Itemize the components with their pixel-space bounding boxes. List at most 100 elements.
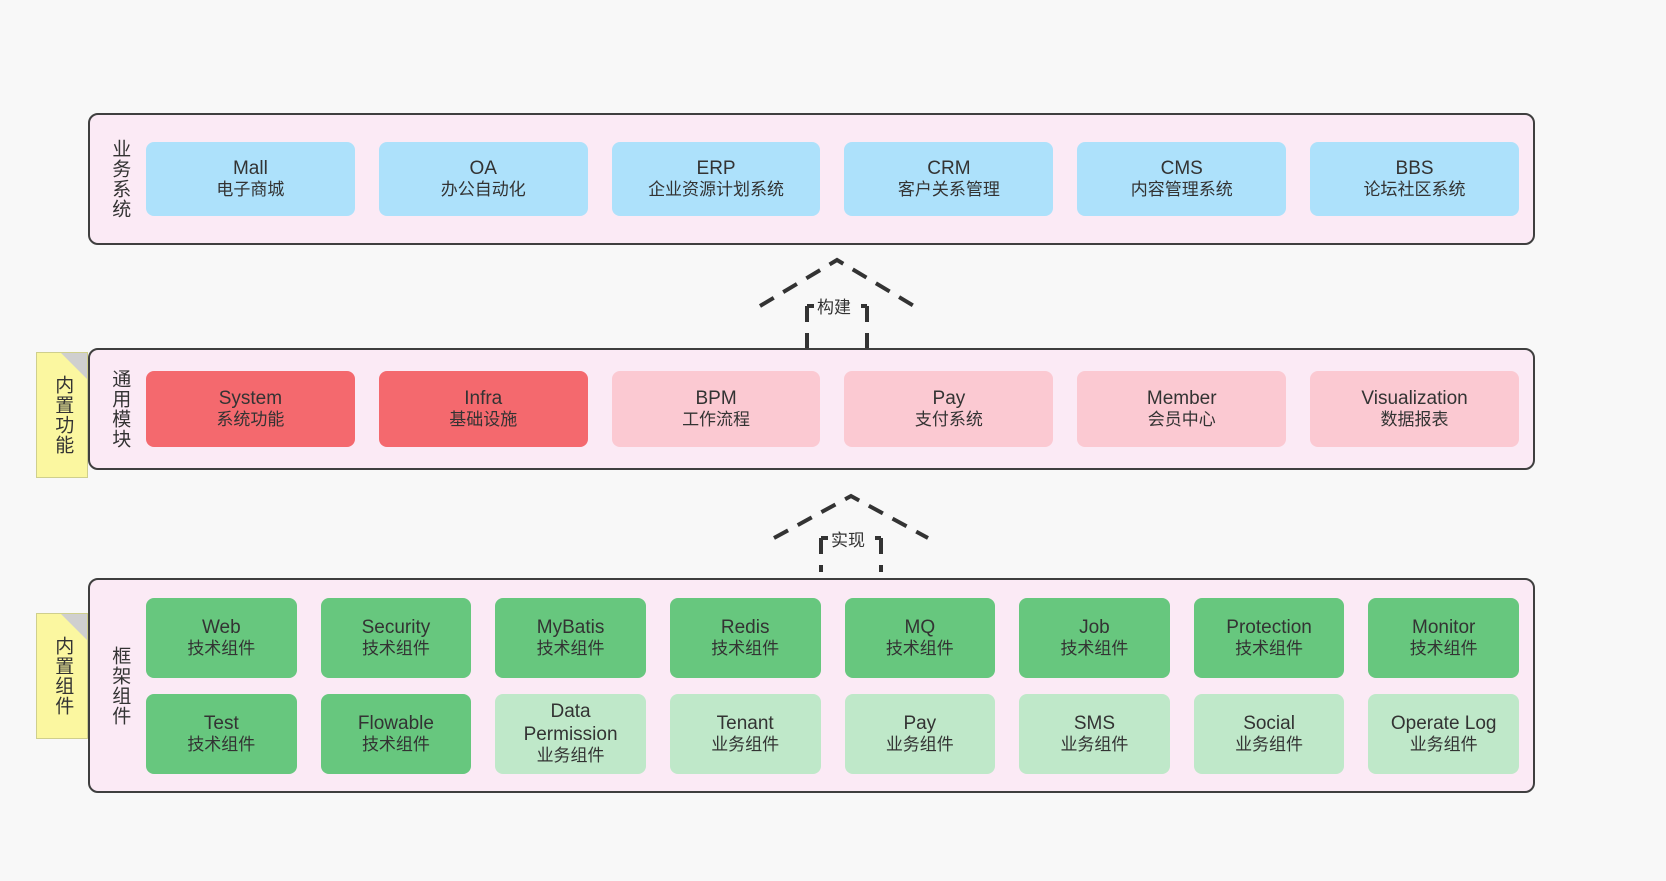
layer-title-framework: 框架组件	[109, 645, 131, 726]
card-social[interactable]: Social 业务组件	[1193, 693, 1345, 774]
card-title: BBS	[1395, 158, 1434, 180]
card-row: Mall 电子商城 OA 办公自动化 ERP 企业资源计划系统 CRM 客户关系…	[146, 142, 1519, 216]
card-title: Pay	[903, 712, 937, 734]
card-subtitle: 技术组件	[187, 734, 256, 754]
card-subtitle: 内容管理系统	[1130, 180, 1233, 200]
card-title: Security	[361, 616, 431, 638]
card-title: Protection	[1226, 616, 1312, 638]
card-row: Web 技术组件 Security 技术组件 MyBatis 技术组件 Redi…	[146, 597, 1519, 678]
layer-business-systems: 业务系统 Mall 电子商城 OA 办公自动化 ERP 企业资源计划系统 CRM…	[88, 113, 1535, 245]
card-title: Member	[1146, 388, 1217, 410]
card-subtitle: 会员中心	[1147, 410, 1216, 430]
card-pay-module[interactable]: Pay 支付系统	[844, 371, 1054, 447]
arrow-head-dashed	[773, 493, 929, 540]
card-title: Pay	[932, 388, 966, 410]
card-subtitle: 支付系统	[914, 410, 983, 430]
card-subtitle: 基础设施	[449, 410, 518, 430]
card-subtitle: 业务组件	[885, 734, 954, 754]
card-test[interactable]: Test 技术组件	[146, 693, 297, 774]
card-tenant[interactable]: Tenant 业务组件	[669, 693, 821, 774]
card-security[interactable]: Security 技术组件	[320, 597, 472, 678]
card-oa[interactable]: OA 办公自动化	[378, 142, 588, 216]
card-sms[interactable]: SMS 业务组件	[1019, 693, 1170, 774]
arrow-implement: 实现	[766, 492, 936, 572]
card-subtitle: 企业资源计划系统	[648, 180, 785, 200]
card-title: MQ	[904, 616, 936, 638]
card-mq[interactable]: MQ 技术组件	[844, 597, 996, 678]
layer-framework-components: 框架组件 Web 技术组件 Security 技术组件 MyBatis 技术组件…	[88, 578, 1535, 793]
card-visualization[interactable]: Visualization 数据报表	[1310, 371, 1519, 447]
card-subtitle: 技术组件	[1060, 638, 1129, 658]
card-row: System 系统功能 Infra 基础设施 BPM 工作流程 Pay 支付系统…	[146, 371, 1519, 447]
card-subtitle: 办公自动化	[440, 180, 526, 200]
card-row: Test 技术组件 Flowable 技术组件 Data Permission …	[146, 693, 1519, 774]
card-subtitle: 业务组件	[1409, 734, 1478, 754]
card-web[interactable]: Web 技术组件	[146, 597, 297, 678]
card-title: Monitor	[1412, 616, 1476, 638]
card-infra[interactable]: Infra 基础设施	[378, 371, 588, 447]
card-subtitle: 技术组件	[187, 638, 256, 658]
card-title: Redis	[720, 616, 770, 638]
card-title: Flowable	[357, 712, 434, 734]
card-operate-log[interactable]: Operate Log 业务组件	[1368, 693, 1519, 774]
card-subtitle: 技术组件	[536, 638, 605, 658]
card-title: Test	[203, 712, 239, 734]
card-title: Operate Log	[1390, 712, 1497, 734]
card-title: BPM	[695, 388, 737, 410]
card-bbs[interactable]: BBS 论坛社区系统	[1310, 142, 1519, 216]
card-subtitle: 业务组件	[1235, 734, 1304, 754]
card-redis[interactable]: Redis 技术组件	[669, 597, 821, 678]
card-title: SMS	[1073, 712, 1116, 734]
card-title: Infra	[464, 388, 503, 410]
arrow-label-build: 构建	[814, 293, 854, 318]
card-title: OA	[469, 158, 497, 180]
card-member[interactable]: Member 会员中心	[1077, 371, 1287, 447]
card-data-permission[interactable]: Data Permission 业务组件	[495, 693, 646, 774]
card-subtitle: 技术组件	[361, 638, 430, 658]
card-subtitle: 业务组件	[711, 734, 780, 754]
card-title: Job	[1079, 616, 1110, 638]
card-protection[interactable]: Protection 技术组件	[1193, 597, 1345, 678]
card-subtitle: 技术组件	[1235, 638, 1304, 658]
card-subtitle: 业务组件	[1060, 734, 1129, 754]
card-subtitle: 技术组件	[885, 638, 954, 658]
layer-title-common: 通用模块	[109, 369, 131, 449]
card-cms[interactable]: CMS 内容管理系统	[1077, 142, 1287, 216]
card-subtitle: 技术组件	[1409, 638, 1478, 658]
card-bpm[interactable]: BPM 工作流程	[611, 371, 821, 447]
card-subtitle: 工作流程	[682, 410, 751, 430]
card-monitor[interactable]: Monitor 技术组件	[1368, 597, 1519, 678]
card-title: Web	[201, 616, 241, 638]
card-subtitle: 业务组件	[536, 746, 605, 766]
layer-title-business: 业务系统	[109, 139, 131, 219]
arrow-head-dashed	[758, 257, 916, 308]
card-title: Visualization	[1361, 388, 1468, 410]
layer-cards-business: Mall 电子商城 OA 办公自动化 ERP 企业资源计划系统 CRM 客户关系…	[142, 115, 1533, 243]
card-title: System	[218, 388, 283, 410]
layer-cards-framework: Web 技术组件 Security 技术组件 MyBatis 技术组件 Redi…	[142, 580, 1533, 791]
card-title: Tenant	[716, 712, 774, 734]
card-title: MyBatis	[536, 616, 605, 638]
note-label: 内置组件	[52, 636, 74, 716]
card-pay-component[interactable]: Pay 业务组件	[844, 693, 996, 774]
card-job[interactable]: Job 技术组件	[1019, 597, 1170, 678]
card-system[interactable]: System 系统功能	[146, 371, 355, 447]
card-subtitle: 技术组件	[711, 638, 780, 658]
card-mybatis[interactable]: MyBatis 技术组件	[495, 597, 646, 678]
card-erp[interactable]: ERP 企业资源计划系统	[611, 142, 821, 216]
arrow-build: 构建	[752, 256, 922, 348]
card-subtitle: 电子商城	[216, 180, 285, 200]
card-subtitle: 技术组件	[361, 734, 430, 754]
layer-common-modules: 通用模块 System 系统功能 Infra 基础设施 BPM 工作流程 Pay…	[88, 348, 1535, 470]
arrow-label-implement: 实现	[828, 526, 868, 551]
card-title: Social	[1243, 712, 1295, 734]
card-mall[interactable]: Mall 电子商城	[146, 142, 355, 216]
layer-cards-common: System 系统功能 Infra 基础设施 BPM 工作流程 Pay 支付系统…	[142, 350, 1533, 468]
card-flowable[interactable]: Flowable 技术组件	[320, 693, 472, 774]
card-subtitle: 论坛社区系统	[1363, 180, 1466, 200]
card-crm[interactable]: CRM 客户关系管理	[844, 142, 1054, 216]
card-title: CRM	[927, 158, 971, 180]
card-subtitle: 客户关系管理	[897, 180, 1000, 200]
card-subtitle: 数据报表	[1380, 410, 1449, 430]
